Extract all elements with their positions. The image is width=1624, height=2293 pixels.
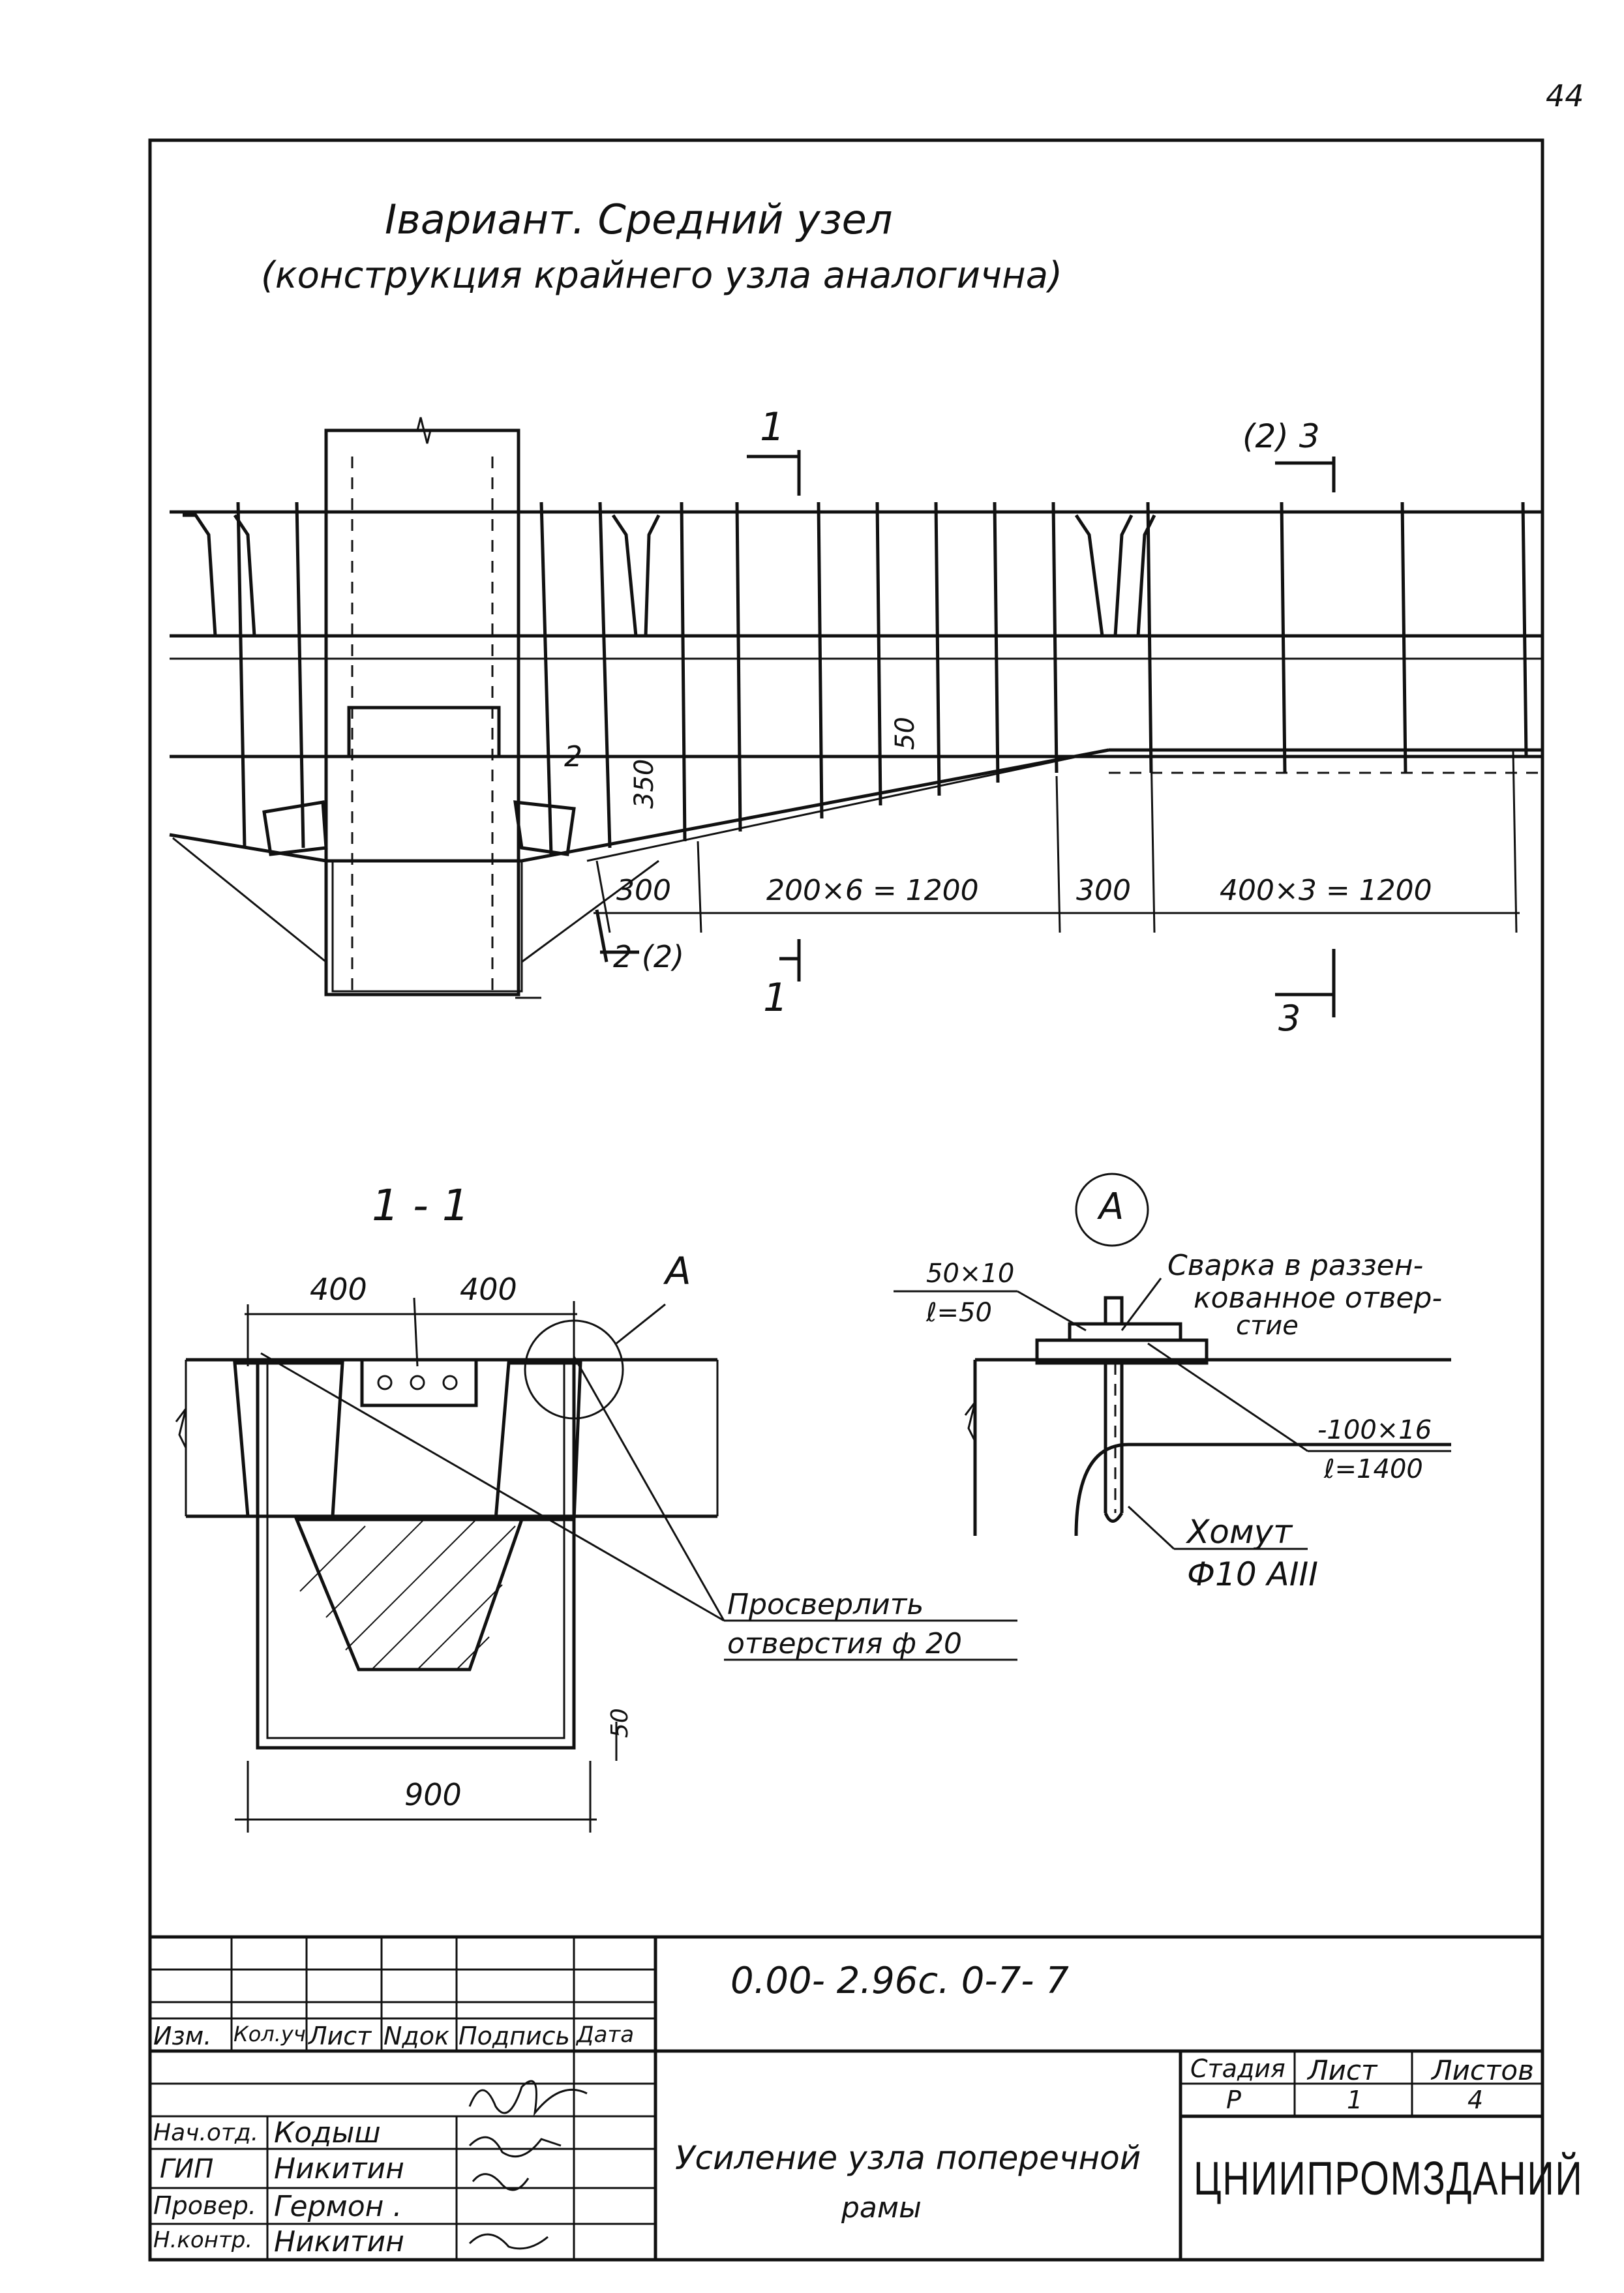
drawing-name-line2: рамы — [841, 2191, 922, 2225]
tb-role-4: Н.контр. — [153, 2227, 253, 2253]
tb-sheets-value: 4 — [1467, 2086, 1484, 2114]
drill-note-line2: отверстия ф 20 — [727, 1627, 962, 1660]
dim-350: 350 — [629, 758, 659, 809]
section-mark-1-top: 1 — [760, 404, 785, 450]
section-dim-900: 900 — [404, 1777, 462, 1812]
callout-2: 2 — [564, 740, 582, 773]
tb-stage-value: Р — [1226, 2086, 1241, 2114]
drawing-title-line2: (конструкция крайнего узла аналогична) — [261, 254, 1062, 297]
dim-400x3: 400×3 = 1200 — [1220, 874, 1432, 907]
weld-note-line1: Сварка в раззен- — [1167, 1249, 1424, 1282]
doc-code: 0.00- 2.96с. 0-7- 7 — [730, 1960, 1069, 2002]
tb-header-signature: Подпись — [459, 2022, 570, 2050]
tb-sheet-header: Лист — [1308, 2054, 1377, 2086]
column-insert — [347, 706, 501, 758]
detail-strip-size: -100×16 — [1317, 1415, 1432, 1445]
clamp-label: Хомут — [1187, 1513, 1293, 1551]
organization-name: ЦНИИПРОМЗДАНИЙ — [1194, 2153, 1584, 2205]
detail-a-drawing — [894, 1173, 1451, 1550]
tb-header-ndok: Nдок — [383, 2022, 449, 2050]
tb-role-1: Нач.отд. — [153, 2120, 259, 2146]
section-beam-outline — [256, 1363, 576, 1750]
section-1-1-label: 1 - 1 — [372, 1180, 470, 1231]
dim-300-b: 300 — [1076, 874, 1131, 907]
section-dim-400-left: 400 — [310, 1272, 367, 1307]
weld-note-line3: стие — [1236, 1311, 1299, 1341]
callout-a-label: A — [665, 1249, 691, 1293]
clamp-diameter: Ф10 АIII — [1187, 1555, 1319, 1593]
section-mark-1-bottom: 1 — [763, 975, 789, 1021]
tb-name-2: Никитин — [274, 2152, 404, 2185]
tb-header-izm: Изм. — [153, 2022, 212, 2050]
tb-name-1: Кодыш — [274, 2116, 381, 2150]
tb-stage-header: Стадия — [1190, 2054, 1286, 2083]
page-number: 44 — [1546, 78, 1584, 113]
detail-plate-size: 50×10 — [926, 1259, 1015, 1289]
title-block-grid — [150, 1935, 1542, 2260]
section-mark-3-bottom: 3 — [1278, 998, 1301, 1039]
section-mark-2: 2 (2) — [613, 939, 685, 974]
tb-sheet-value: 1 — [1347, 2086, 1363, 2114]
section-mark-3-top: (2) 3 — [1242, 417, 1320, 455]
dim-300-a: 300 — [616, 874, 671, 907]
callout-a-circle — [524, 1319, 624, 1420]
detail-strip-length: ℓ=1400 — [1324, 1454, 1423, 1484]
tb-header-list: Лист — [308, 2022, 372, 2050]
haunch-bottom — [169, 748, 1109, 863]
detail-plate-length: ℓ=50 — [926, 1298, 992, 1328]
weld-note-line2: кованное отвер- — [1194, 1281, 1443, 1315]
section-1-1-drawing — [175, 1297, 1017, 1833]
tb-role-3: Провер. — [153, 2191, 256, 2220]
drawing-name-line1: Усиление узла поперечной — [675, 2139, 1141, 2177]
elevation-view — [169, 417, 1542, 1017]
tb-name-4: Никитин — [274, 2225, 404, 2258]
section-dim-400-right: 400 — [460, 1272, 517, 1307]
tb-name-3: Гермон . — [274, 2190, 402, 2223]
tb-header-kol: Кол.уч — [233, 2022, 306, 2046]
column — [324, 428, 520, 997]
detail-a-label: A — [1099, 1186, 1124, 1228]
dim-50: 50 — [890, 717, 920, 750]
detail-a-label-circle — [1075, 1173, 1149, 1247]
section-dim-50: 50 — [607, 1708, 633, 1738]
tb-role-2: ГИП — [160, 2154, 214, 2184]
dim-200x6: 200×6 = 1200 — [766, 874, 979, 907]
drawing-title-line1: Iвариант. Средний узел — [385, 196, 893, 243]
tb-sheets-header: Листов — [1432, 2054, 1534, 2086]
tb-header-date: Дата — [577, 2022, 635, 2048]
drill-note-line1: Просверлить — [727, 1588, 924, 1621]
sheet-frame — [148, 138, 1544, 2262]
